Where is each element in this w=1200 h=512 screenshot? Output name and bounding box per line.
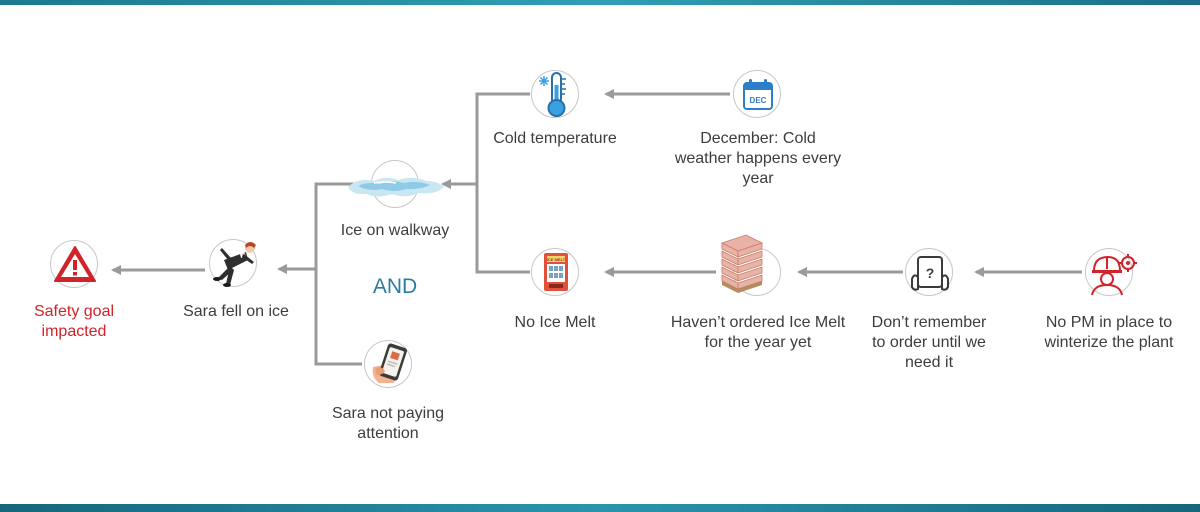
safety-goal-node xyxy=(50,240,98,288)
dont-remember-label: Don’t remember to order until we need it xyxy=(871,314,987,371)
december-node: DEC xyxy=(733,70,781,118)
cold-temperature-label: Cold temperature xyxy=(493,130,617,147)
warning-triangle-icon xyxy=(54,246,96,282)
no-pm-label: No PM in place to winterize the plant xyxy=(1044,314,1174,351)
calendar-icon: DEC xyxy=(743,79,773,110)
ice-walkway-label: Ice on walkway xyxy=(340,222,450,239)
svg-text:ICE MELT: ICE MELT xyxy=(547,257,566,262)
ice-puddle-icon xyxy=(348,177,444,197)
svg-text:DEC: DEC xyxy=(750,96,767,105)
question-tablet-icon: ? xyxy=(911,256,949,291)
dont-remember-node: ? xyxy=(905,248,953,296)
thermometer-icon xyxy=(539,72,566,117)
svg-text:?: ? xyxy=(926,265,935,281)
not-paying-attention-label: Sara not paying attention xyxy=(331,405,445,442)
falling-person-icon xyxy=(213,242,256,287)
cold-temperature-node xyxy=(531,70,579,118)
phone-in-hand-icon xyxy=(372,343,407,383)
bracket-ice-causes xyxy=(475,92,530,274)
no-pm-node xyxy=(1085,248,1137,296)
safety-goal-label: Safety goal impacted xyxy=(33,303,115,340)
ice-walkway-node xyxy=(348,160,444,208)
no-ice-melt-label: No Ice Melt xyxy=(514,314,596,331)
not-paying-attention-node xyxy=(364,340,412,388)
sara-fell-label: Sara fell on ice xyxy=(183,303,289,320)
top-band xyxy=(0,0,1200,5)
no-ice-melt-node: ICE MELT xyxy=(531,248,579,296)
sara-fell-node xyxy=(209,239,257,287)
not-ordered-label: Haven’t ordered Ice Melt for the year ye… xyxy=(670,314,846,351)
december-label: December: Cold weather happens every yea… xyxy=(674,130,842,187)
worker-gear-icon xyxy=(1091,254,1137,296)
and-label: AND xyxy=(372,275,418,298)
vending-machine-icon: ICE MELT xyxy=(544,253,568,291)
pallet-bags-icon xyxy=(720,234,764,293)
bracket-fall-causes xyxy=(314,182,370,366)
not-ordered-node xyxy=(720,234,781,296)
bottom-band xyxy=(0,504,1200,512)
